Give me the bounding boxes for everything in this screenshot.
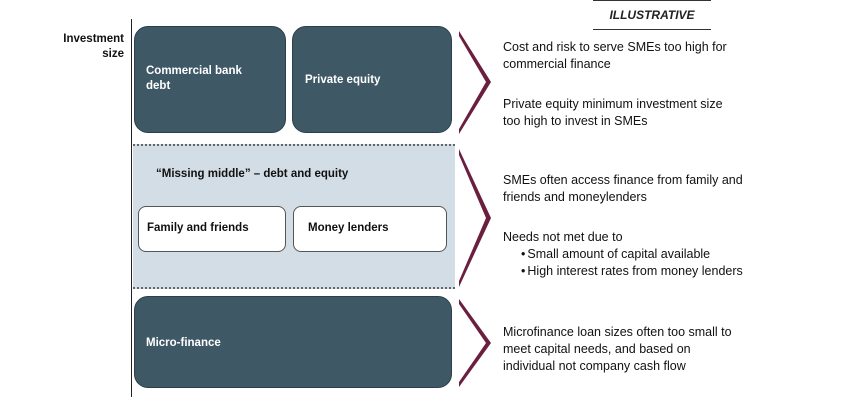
vertical-axis — [131, 19, 132, 397]
commercial-bank-label-line1: Commercial bank — [146, 65, 242, 77]
note-line: SMEs often access finance from family an… — [503, 173, 743, 187]
note-line: friends and moneylenders — [503, 190, 647, 204]
family-and-friends-box: Family and friends — [138, 206, 286, 252]
family-and-friends-label: Family and friends — [147, 222, 249, 234]
note-bullet: Small amount of capital available — [503, 246, 823, 263]
commercial-bank-debt-box: Commercial bank debt — [134, 26, 286, 133]
axis-label: Investment size — [40, 32, 124, 62]
commercial-bank-label-line2: debt — [146, 80, 171, 92]
micro-finance-chevron — [459, 299, 491, 387]
money-lenders-label: Money lenders — [308, 222, 389, 234]
note-family-friends: SMEs often access finance from family an… — [503, 172, 823, 206]
note-bullet: High interest rates from money lenders — [503, 263, 823, 280]
note-commercial-finance: Cost and risk to serve SMEs too high for… — [503, 39, 823, 73]
note-line: Needs not met due to — [503, 230, 623, 244]
axis-label-line2: size — [102, 48, 124, 60]
micro-finance-label: Micro-finance — [146, 337, 221, 349]
note-line: Microfinance loan sizes often too small … — [503, 325, 732, 339]
micro-finance-box: Micro-finance — [134, 296, 452, 388]
note-needs-not-met: Needs not met due to Small amount of cap… — [503, 229, 823, 280]
note-line: too high to invest in SMEs — [503, 114, 648, 128]
note-line: commercial finance — [503, 57, 611, 71]
missing-middle-title: “Missing middle” – debt and equity — [156, 168, 349, 180]
note-line: meet capital needs, and based on — [503, 342, 691, 356]
top-row-chevron — [459, 31, 491, 134]
note-line: Private equity minimum investment size — [503, 97, 723, 111]
note-microfinance: Microfinance loan sizes often too small … — [503, 324, 823, 375]
note-bullet-text: Small amount of capital available — [527, 247, 711, 261]
note-line: Cost and risk to serve SMEs too high for — [503, 40, 727, 54]
private-equity-label: Private equity — [305, 74, 381, 86]
money-lenders-box: Money lenders — [293, 206, 447, 252]
note-line: individual not company cash flow — [503, 359, 686, 373]
missing-middle-chevron — [459, 149, 491, 287]
axis-label-line1: Investment — [63, 33, 124, 45]
illustrative-tag: ILLUSTRATIVE — [593, 0, 711, 30]
private-equity-box: Private equity — [292, 26, 452, 133]
illustrative-tag-text: ILLUSTRATIVE — [609, 8, 695, 22]
note-bullet-text: High interest rates from money lenders — [527, 264, 743, 278]
note-private-equity: Private equity minimum investment size t… — [503, 96, 823, 130]
